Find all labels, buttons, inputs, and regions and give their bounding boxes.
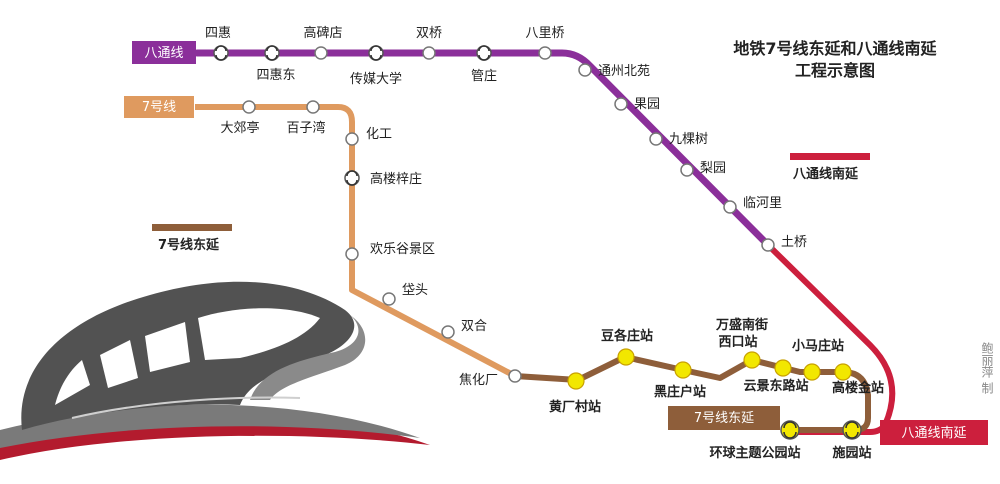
station-xiaomazhuang: [803, 363, 821, 381]
station-tongzhoubeiyuan: [578, 63, 592, 77]
station-jiaohuachang: [508, 369, 522, 383]
station-guoyuan: [614, 97, 628, 111]
station-label-tongzhoubeiyuan: 通州北苑: [598, 64, 650, 79]
transfer-station-guanzhuang: [476, 45, 492, 61]
station-dougezhuang: [617, 348, 635, 366]
station-label-huangchang: 黄厂村站: [549, 399, 601, 415]
station-label-yunjing: 云景东路站: [743, 378, 808, 394]
batong-label: 八通线: [144, 46, 183, 61]
transfer-station-sihuidong: [264, 45, 280, 61]
station-label-gaolou: 高楼金站: [832, 380, 884, 396]
station-label-gaobeidian: 高碑店: [303, 25, 342, 41]
batong-ext-legend-bar: [790, 153, 870, 160]
station-label-linheli: 临河里: [743, 196, 782, 211]
train-illustration: [0, 281, 430, 460]
station-jiukeshu: [649, 132, 663, 146]
line7: [195, 104, 517, 379]
transfer-station-shiyuan: [842, 420, 862, 440]
station-label-dougezhuang: 豆各庄站: [601, 328, 653, 344]
station-label-huanqiu: 环球主题公园站: [709, 445, 800, 461]
station-shuangqiao: [422, 46, 436, 60]
transfer-station-gaoloudi: [344, 170, 360, 186]
station-label-liyuan: 梨园: [700, 161, 726, 176]
line7-label-box: [124, 96, 194, 118]
station-baiziwan: [306, 100, 320, 114]
station-dajiaoting: [242, 100, 256, 114]
line7-ext-box: [668, 406, 780, 430]
station-gaobeidian: [314, 46, 328, 60]
station-label-baliqiao: 八里桥: [525, 26, 564, 41]
station-linheli: [723, 200, 737, 214]
batong-label-box: [132, 41, 196, 64]
station-huanle: [345, 247, 359, 261]
transfer-station-sihui: [213, 45, 229, 61]
station-heizhuanghu: [674, 361, 692, 379]
station-label-huagong: 化工: [366, 127, 392, 142]
station-label-shiyuan: 施园站: [832, 445, 871, 461]
station-yunjing: [774, 359, 792, 377]
station-label-shuangqiao: 双桥: [416, 26, 442, 41]
station-liyuan: [680, 163, 694, 177]
credit: 鲍丽萍 制: [980, 342, 994, 394]
station-label-sihuidong: 四惠东: [256, 68, 295, 83]
station-label-guanzhuang: 管庄: [471, 68, 497, 84]
station-label-tuqiao: 土桥: [781, 235, 807, 250]
batong-ext-box: [880, 420, 988, 445]
line7-ext-box-label: 7号线东延: [694, 411, 754, 426]
station-label-chuanmei: 传媒大学: [350, 71, 402, 87]
station-label-gaoloudi: 高楼梓庄: [370, 171, 422, 187]
station-label-wansheng-line1: 万盛南街: [715, 317, 768, 333]
station-label-jiukeshu: 九棵树: [669, 132, 708, 147]
station-huangchang: [567, 372, 585, 390]
station-baliqiao: [538, 46, 552, 60]
station-label-xiaomazhuang: 小马庄站: [792, 338, 844, 354]
station-gaolou: [834, 363, 852, 381]
batong-ext-box-label: 八通线南延: [901, 425, 966, 441]
line7-label: 7号线: [142, 100, 176, 115]
station-label-dajiaoting: 大郊亭: [220, 120, 259, 136]
batong-ext-legend-label: 八通线南延: [792, 166, 859, 182]
station-label-shuanghe: 双合: [461, 319, 487, 334]
station-daitou: [382, 292, 396, 306]
station-label-wansheng-line2: 西口站: [718, 334, 757, 350]
station-label-daitou: 垈头: [402, 283, 428, 298]
station-label-sihui: 四惠: [205, 26, 231, 41]
line7-ext-legend-bar: [152, 224, 232, 231]
line7-ext-legend-label: 7号线东延: [158, 237, 220, 253]
station-wansheng: [743, 351, 761, 369]
station-tuqiao: [761, 238, 775, 252]
transfer-station-chuanmei: [368, 45, 384, 61]
map-title-line1: 地铁7号线东延和八通线南延: [733, 39, 937, 58]
station-huagong: [345, 132, 359, 146]
station-label-jiaohuachang: 焦化厂: [459, 373, 498, 388]
station-label-huanle: 欢乐谷景区: [370, 242, 435, 257]
map-title-line2: 工程示意图: [795, 61, 875, 80]
station-label-heizhuanghu: 黑庄户站: [654, 384, 706, 400]
station-label-baiziwan: 百子湾: [286, 120, 325, 136]
transfer-station-huanqiu: [780, 420, 800, 440]
station-label-guoyuan: 果园: [634, 97, 660, 112]
station-shuanghe: [441, 325, 455, 339]
